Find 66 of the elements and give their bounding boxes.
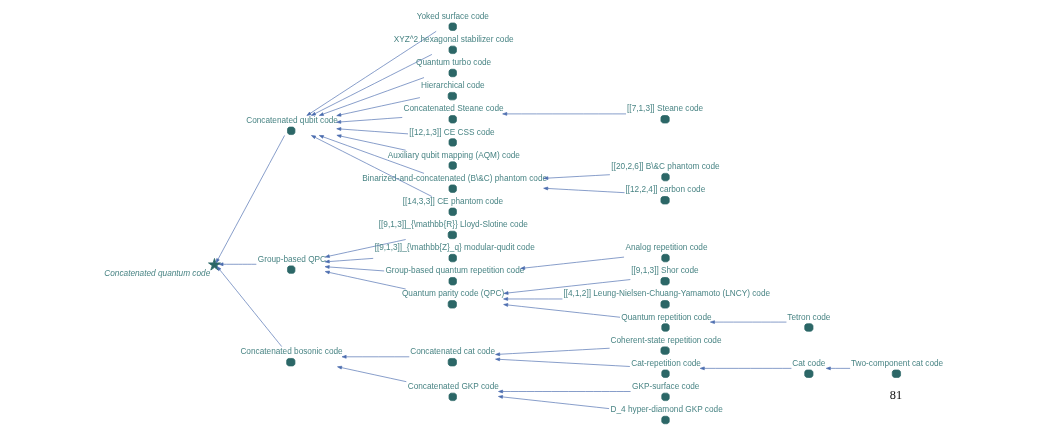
node-label: Cat-repetition code: [631, 358, 701, 368]
arrow: [306, 31, 437, 116]
arrow: [543, 186, 625, 193]
arrow: [710, 320, 787, 324]
arrow: [318, 77, 425, 116]
arrow: [502, 112, 627, 116]
arrow: [215, 135, 285, 264]
node-label: [[12,1,3]] CE CSS code: [409, 127, 495, 137]
node-label: Quantum turbo code: [415, 58, 492, 68]
arrow: [699, 366, 792, 371]
arrow: [324, 265, 385, 272]
node-label: Coherent-state repetition code: [610, 335, 722, 345]
arrow: [495, 357, 631, 367]
node-label: [[14,3,3]] CE phantom code: [402, 196, 504, 206]
node-label: Concatenated qubit code: [246, 115, 338, 125]
node-label: Concatenated Steane code: [403, 104, 504, 114]
arrow: [520, 256, 625, 270]
arrow: [503, 279, 631, 295]
arrow: [311, 135, 433, 197]
node-label: [[9,1,3]] Shor code: [631, 266, 699, 276]
node-label: Quantum parity code (QPC): [401, 289, 505, 299]
node-label: Concatenated GKP code: [407, 382, 499, 392]
arrow: [218, 262, 257, 267]
node-label: Analog repetition code: [625, 243, 708, 253]
node-label: Group-based QPC: [257, 254, 327, 264]
node-label: [[9,1,3]]_{\mathbb{Z}_q} modular-qudit code: [374, 243, 535, 253]
arrow: [503, 303, 621, 318]
arrow: [337, 365, 407, 383]
node-label: [[20,2,6]] B\&C phantom code: [611, 162, 720, 172]
arrow: [336, 117, 403, 124]
arrow: [543, 174, 611, 180]
node-label: XYZ^2 hexagonal stabilizer code: [393, 35, 514, 45]
arrow: [498, 395, 610, 409]
node-label: Two-component cat code: [850, 358, 944, 368]
arrow: [324, 258, 374, 264]
label: 81: [889, 388, 903, 403]
arrow: [324, 270, 406, 290]
arrow: [503, 297, 563, 301]
node-label: Auxiliary qubit mapping (AQM) code: [387, 150, 520, 160]
arrow: [216, 266, 283, 347]
node-label: Hierarchical code: [420, 81, 485, 91]
node-label: Quantum repetition code: [621, 312, 712, 322]
node-label: [[7,1,3]] Steane code: [627, 104, 704, 114]
node-label: Cat code: [792, 358, 826, 368]
arrow: [336, 127, 409, 135]
node-label: [[4,1,2]] Leung-Nielsen-Chuang-Yamamoto (LNCY) code: [563, 289, 771, 299]
node-label: GKP-surface code: [632, 382, 700, 392]
node-label: Group-based quantum repetition code: [385, 266, 525, 276]
node-label: Yoked surface code: [416, 11, 489, 21]
arrow: [336, 134, 406, 151]
arrow: [318, 135, 425, 174]
node-label: D_4 hyper-diamond GKP code: [610, 405, 723, 415]
arrow: [341, 355, 410, 359]
arrow: [336, 97, 421, 117]
arrow: [311, 54, 433, 116]
node-label: Binarized-and-concatenated (B\&C) phantom code: [362, 173, 548, 183]
node-label: Concatenated cat code: [410, 347, 496, 357]
node-label: Concatenated quantum code: [104, 268, 211, 278]
node-label: [[12,2,4]] carbon code: [625, 185, 706, 195]
arrow: [324, 239, 406, 258]
node-label: Concatenated bosonic code: [240, 347, 343, 357]
arrow: [825, 366, 851, 371]
node-label: [[9,1,3]]_{\mathbb{R}} Lloyd-Slotine code: [378, 220, 528, 230]
arrow: [495, 347, 610, 357]
arrow: [498, 389, 631, 394]
node-label: Tetron code: [787, 312, 831, 322]
